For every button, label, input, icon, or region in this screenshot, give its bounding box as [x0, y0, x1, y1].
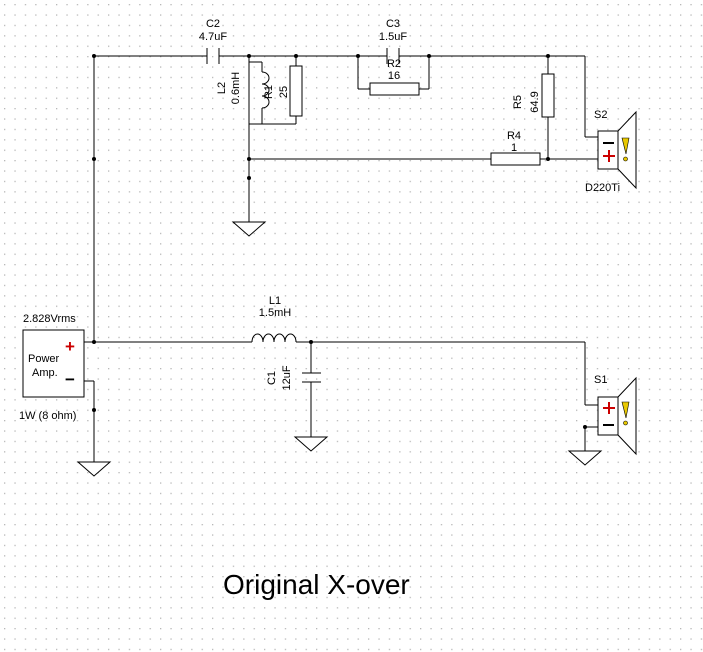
ground-symbol-hf [231, 220, 267, 237]
resistor-r1[interactable]: R1 25 [263, 65, 303, 117]
speaker-s2[interactable]: S2 D220Ti [585, 109, 637, 194]
s2-warning-icon [621, 137, 630, 162]
amp-name-line1: Power [28, 353, 60, 365]
s2-plus-icon [603, 150, 615, 162]
amp-minus-icon: − [65, 370, 75, 389]
c1-ref: C1 [266, 371, 278, 385]
inductor-l1[interactable]: L1 1.5mH [251, 295, 297, 343]
capacitor-c3[interactable]: C3 1.5uF [379, 18, 407, 64]
l1-ref: L1 [269, 295, 281, 307]
r2-ref: R2 [387, 58, 401, 70]
amp-power: 1W (8 ohm) [19, 410, 76, 422]
power-amp[interactable]: 2.828Vrms Power Amp. + − 1W (8 ohm) [19, 313, 85, 422]
resistor-r5[interactable]: R5 64.9 [512, 73, 555, 118]
junction-dots [92, 54, 587, 429]
capacitor-c1[interactable]: C1 12uF [266, 365, 321, 391]
amp-name-line2: Amp. [32, 367, 58, 379]
r2-value: 16 [388, 70, 400, 82]
speaker-s1[interactable]: S1 [594, 374, 637, 456]
wires [84, 55, 598, 462]
s2-ref: S2 [594, 109, 607, 121]
c3-value: 1.5uF [379, 31, 407, 43]
c3-ref: C3 [386, 18, 400, 30]
capacitor-c2[interactable]: C2 4.7uF [199, 18, 227, 64]
amp-voltage: 2.828Vrms [23, 313, 76, 325]
r5-value: 64.9 [529, 91, 541, 112]
amp-plus-icon: + [65, 337, 75, 356]
c1-value: 12uF [281, 365, 293, 390]
s1-warning-icon [621, 401, 630, 426]
r5-ref: R5 [512, 95, 524, 109]
c2-ref: C2 [206, 18, 220, 30]
r4-ref: R4 [507, 130, 521, 142]
s2-model: D220Ti [585, 182, 620, 194]
ground-symbol-s1 [567, 450, 603, 466]
s1-ref: S1 [594, 374, 607, 386]
s1-plus-icon [603, 402, 615, 414]
diagram-title: Original X-over [223, 569, 410, 600]
resistor-r4[interactable]: R4 1 [490, 130, 541, 166]
r1-value: 25 [278, 86, 290, 98]
l1-value: 1.5mH [259, 307, 291, 319]
ground-symbol-amp [76, 461, 112, 477]
r1-ref: R1 [263, 85, 275, 99]
c2-value: 4.7uF [199, 31, 227, 43]
resistor-r2[interactable]: R2 16 [369, 58, 420, 96]
l2-ref: L2 [216, 82, 228, 94]
ground-symbol-c1 [293, 436, 329, 452]
l2-value: 0.6mH [230, 72, 242, 104]
inductor-l2[interactable]: L2 0.6mH [216, 62, 270, 124]
r4-value: 1 [511, 142, 517, 154]
